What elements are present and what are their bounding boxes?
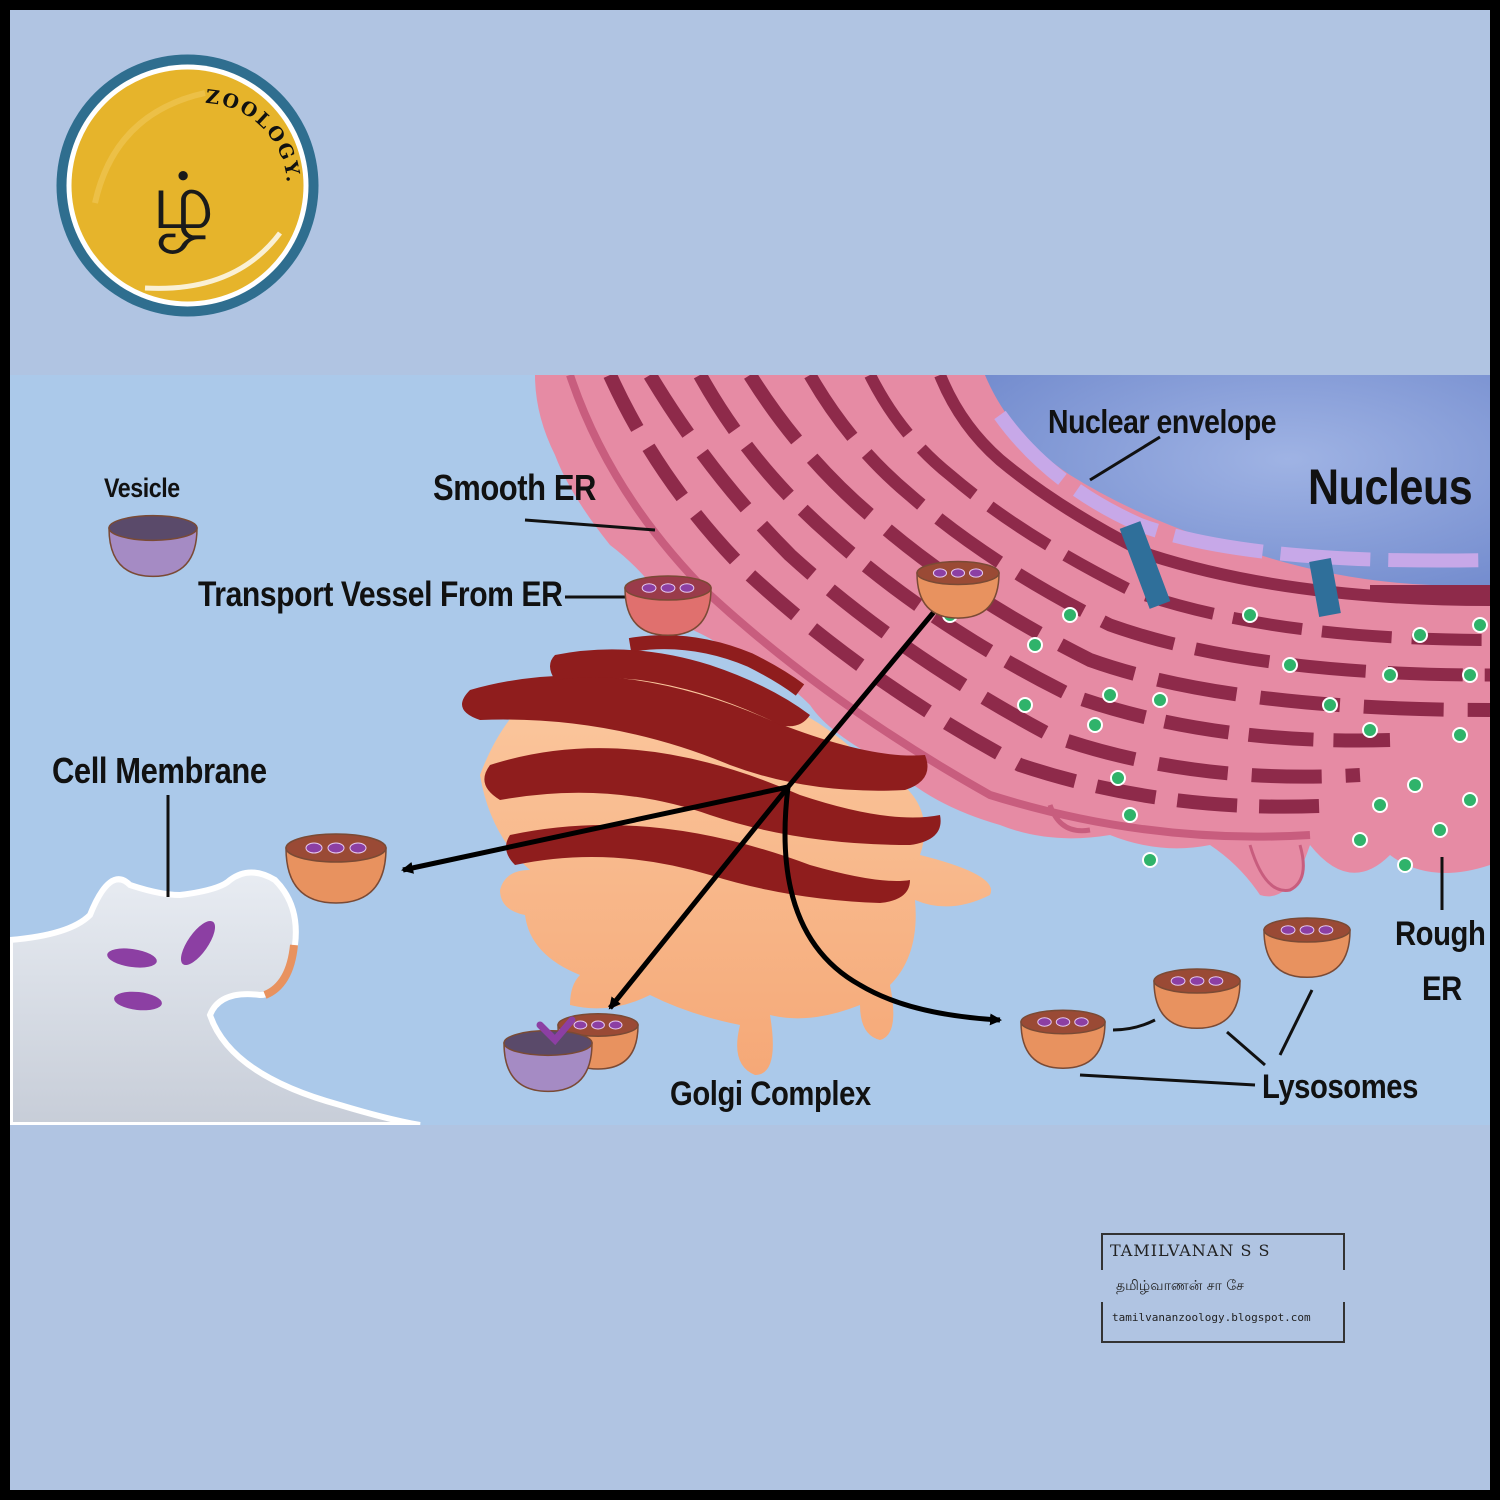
ribosome bbox=[1412, 627, 1428, 643]
cell-membrane bbox=[10, 869, 421, 1125]
author-name: TAMILVANAN S S bbox=[1110, 1241, 1271, 1260]
ribosome bbox=[1152, 692, 1168, 708]
vesicles bbox=[108, 514, 1351, 1093]
label-vesicle: Vesicle bbox=[104, 473, 180, 503]
ribosome bbox=[1362, 722, 1378, 738]
logo-glyph: ழ் bbox=[152, 157, 215, 254]
ribosome bbox=[1452, 727, 1468, 743]
ribosome bbox=[1017, 697, 1033, 713]
ribosome bbox=[1462, 792, 1478, 808]
ribosome bbox=[1432, 822, 1448, 838]
ribosome bbox=[1102, 687, 1118, 703]
cell-diagram-svg bbox=[10, 375, 1490, 1125]
ribosome bbox=[1282, 657, 1298, 673]
ribosome bbox=[1062, 607, 1078, 623]
transport-vesicle-er bbox=[624, 575, 712, 637]
ribosome bbox=[1407, 777, 1423, 793]
label-leader-lines bbox=[166, 435, 1444, 1087]
label-lysosomes: Lysosomes bbox=[1262, 1068, 1418, 1106]
diagram-frame: ZOOLOGY. ழ் bbox=[10, 10, 1490, 1490]
ribosome bbox=[1027, 637, 1043, 653]
golgi-complex bbox=[462, 635, 992, 1075]
ribosome bbox=[1087, 717, 1103, 733]
label-cell-membrane: Cell Membrane bbox=[52, 750, 267, 791]
label-transport-vessel: Transport Vessel From ER bbox=[198, 575, 563, 614]
blog-url: tamilvananzoology.blogspot.com bbox=[1112, 1311, 1311, 1324]
ribosomes bbox=[942, 607, 1488, 873]
ribosome bbox=[1372, 797, 1388, 813]
author-signature: TAMILVANAN S S தமிழ்வாணன் சா சே tamilvan… bbox=[1100, 1232, 1346, 1344]
transport-arrows bbox=[401, 605, 1002, 1026]
ribosome bbox=[1110, 770, 1126, 786]
label-golgi-complex: Golgi Complex bbox=[670, 1075, 871, 1113]
label-rough-er-2: ER bbox=[1422, 970, 1462, 1008]
label-smooth-er: Smooth ER bbox=[433, 467, 596, 508]
label-nucleus: Nucleus bbox=[1308, 459, 1473, 515]
ribosome bbox=[1472, 617, 1488, 633]
lysosome-2 bbox=[1153, 968, 1241, 1030]
ribosome bbox=[1242, 607, 1258, 623]
lysosome-1 bbox=[1020, 1009, 1106, 1069]
secretory-vesicle bbox=[285, 833, 387, 904]
ribosome bbox=[1352, 832, 1368, 848]
cargo-marker bbox=[536, 1016, 576, 1046]
cell-diagram-panel: Vesicle Smooth ER Transport Vessel From … bbox=[10, 375, 1490, 1125]
vesicle-fusing bbox=[503, 1029, 593, 1093]
ribosome bbox=[1462, 667, 1478, 683]
ribosome bbox=[1322, 697, 1338, 713]
zoology-logo: ZOOLOGY. ழ் bbox=[55, 53, 320, 318]
ribosome bbox=[1382, 667, 1398, 683]
ribosome bbox=[1142, 852, 1158, 868]
ribosome bbox=[1122, 807, 1138, 823]
ribosome bbox=[1397, 857, 1413, 873]
label-rough-er-1: Rough bbox=[1395, 915, 1486, 953]
vesicle-example bbox=[108, 514, 198, 578]
endoplasmic-reticulum bbox=[535, 375, 1490, 897]
label-nuclear-envelope: Nuclear envelope bbox=[1048, 403, 1277, 440]
lysosome-3 bbox=[1263, 917, 1351, 979]
transport-vesicle-upper bbox=[916, 560, 1000, 619]
author-tamil-name: தமிழ்வாணன் சா சே bbox=[1116, 1278, 1244, 1294]
